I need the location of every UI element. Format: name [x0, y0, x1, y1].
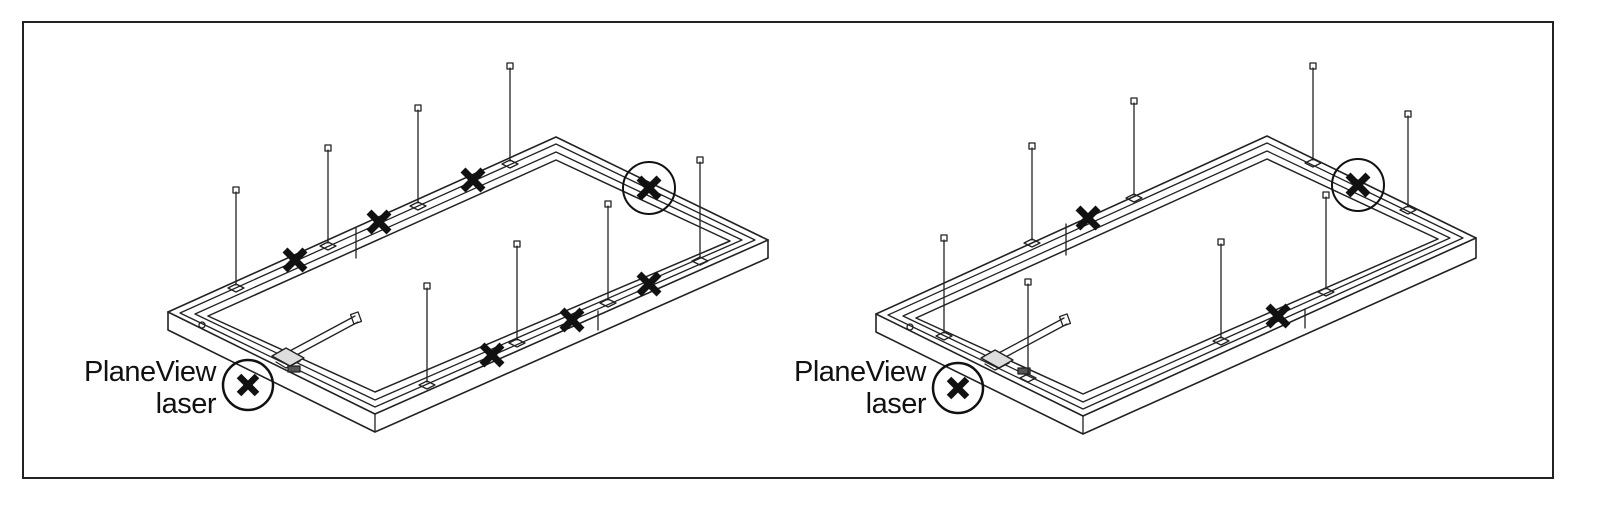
- x-mark-icon: [366, 209, 392, 235]
- right-x-marks: [1075, 172, 1371, 329]
- circled-x-icon: [221, 358, 275, 412]
- laser-label-line1: PlaneView: [793, 356, 927, 388]
- x-mark-icon: [636, 175, 662, 201]
- right-hanger-wires: [935, 62, 1417, 383]
- circled-x-icon: [1331, 158, 1385, 212]
- x-mark-icon: [1345, 172, 1371, 198]
- laser-label-line2: laser: [865, 388, 927, 420]
- x-mark-icon: [1075, 205, 1101, 231]
- x-mark-icon: [636, 271, 662, 297]
- left-frame-assembly: [167, 136, 769, 433]
- figure-frame: [22, 21, 1554, 479]
- circled-x-icon: [622, 161, 676, 215]
- left-hanger-wires: [227, 62, 709, 390]
- circled-x-icon: [931, 361, 985, 415]
- x-mark-icon: [559, 307, 585, 333]
- x-mark-icon: [282, 247, 308, 273]
- right-frame-assembly: [875, 135, 1477, 435]
- x-mark-icon: [479, 342, 505, 368]
- left-x-marks: [282, 167, 662, 368]
- laser-label-line1: PlaneView: [84, 356, 217, 388]
- x-mark-icon: [1265, 303, 1291, 329]
- x-mark-icon: [460, 167, 486, 193]
- laser-label-right: PlaneView laser: [793, 356, 927, 420]
- laser-label-line2: laser: [155, 388, 217, 420]
- laser-label-left: PlaneView laser: [84, 356, 217, 420]
